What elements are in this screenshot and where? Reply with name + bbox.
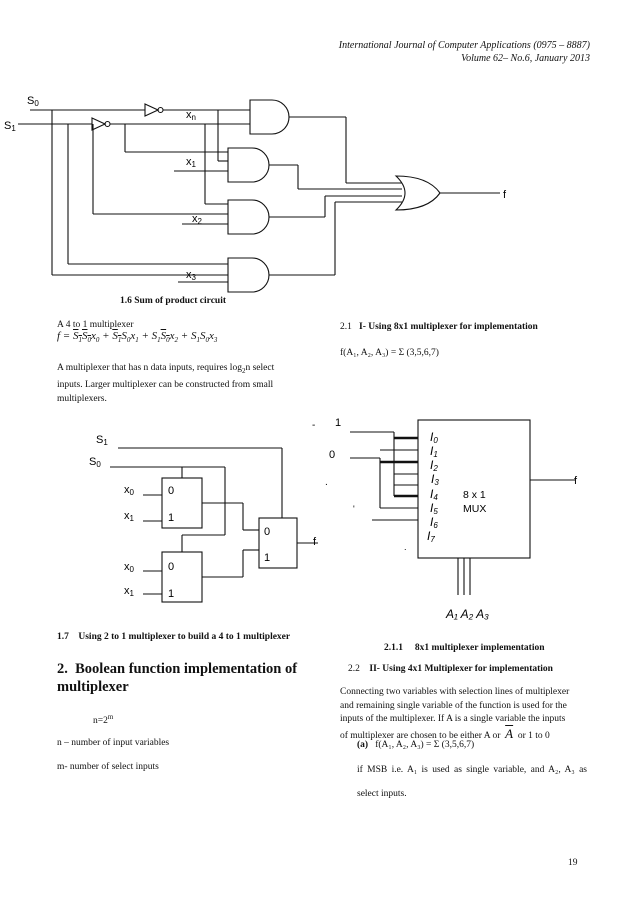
mux-paragraph: A multiplexer that has n data inputs, re… [57, 361, 317, 406]
mux-4to1-heading: A 4 to 1 multiplexer [57, 320, 134, 330]
formula-term-2: S1S0x1 [112, 330, 139, 345]
fig17-bottom-x0-label: x0 [124, 561, 135, 574]
mux8-input-label-i6: I6 [430, 515, 438, 530]
mux8-input-one: 1 [335, 417, 341, 429]
section-2-heading: 2. Boolean function implementation of mu… [57, 660, 297, 696]
mux8-input-label-i2: I2 [430, 458, 438, 473]
paragraph-line-1: Connecting two variables with selection … [340, 687, 570, 697]
paragraph-line-3: inputs of the multiplexer. If A is a sin… [340, 714, 566, 724]
mux8-tick-mark: ' [353, 504, 355, 514]
msb-line-1: if MSB i.e. A₁ is used as single variabl… [357, 765, 587, 775]
fig17-s1-label: S1 [96, 434, 108, 447]
formula-term-1: S1S0x0 [72, 330, 100, 345]
equation-n-2-m: n=2m [93, 713, 114, 727]
paragraph-line-4: of multiplexer are chosen to be either A… [340, 725, 550, 741]
section-2-1-heading: 2.1 I- Using 8x1 multiplexer for impleme… [340, 322, 538, 332]
item-a: (a) f(A₁, A₂, A₃) = Σ (3,5,6,7) [357, 740, 475, 750]
mux8-input-label-i3: I3 [431, 472, 439, 487]
msb-line-2: select inputs. [357, 789, 407, 799]
bottom-mux-input-0: 0 [168, 561, 174, 573]
sum-of-products-circuit: S0 S1 xn x1 x2 x3 f [4, 95, 507, 293]
figure-1-7-caption: 1.7 Using 2 to 1 multiplexer to build a … [57, 632, 291, 642]
mux8-input-label-i1: I1 [430, 444, 438, 459]
mux8-input-label-i4: I4 [430, 487, 438, 502]
definition-m: m- number of select inputs [57, 762, 159, 772]
mux8-dot-mark: . [325, 477, 328, 488]
definition-n: n – number of input variables [57, 738, 170, 748]
output-f-label: f [503, 189, 507, 201]
mux8-name-line-2: MUX [463, 503, 486, 515]
mux8-input-label-i5: I5 [430, 501, 438, 516]
mux8-input-label-i7: I7 [427, 529, 435, 544]
function-1: f(A₁, A₂, A₃) = Σ (3,5,6,7) [340, 348, 439, 358]
section-2-2-paragraph: Connecting two variables with selection … [340, 686, 588, 743]
top-mux-input-0: 0 [168, 485, 174, 497]
section-2-heading-line-1: 2. Boolean function implementation of [57, 661, 298, 677]
fig17-s0-label: S0 [89, 456, 101, 469]
formula-term-4: S1S0x3 [190, 330, 218, 345]
section-2-heading-line-2: multiplexer [57, 679, 129, 695]
x2-label: x2 [192, 213, 203, 226]
fig17-bottom-x1-label: x1 [124, 585, 135, 598]
figure-1-6-caption: 1.6 Sum of product circuit [120, 296, 226, 306]
fig17-top-x0-label: x0 [124, 484, 135, 497]
mux-formula: f = S1S0x0 + S1S0x1 + S1S0x2 + S1S0x3 [57, 330, 218, 345]
x3-label: x3 [186, 269, 197, 282]
mux8-output-f-label: f [574, 475, 578, 487]
mux8-select-labels: A₁ A₂ A₃ [445, 607, 489, 620]
section-2-2-heading: 2.2 II- Using 4x1 Multiplexer for implem… [348, 664, 553, 674]
final-mux-input-0: 0 [264, 526, 270, 538]
mux-8x1-diagram: 1 0 - . ' . I0 I1 I2 I3 I4 I5 I6 I7 8 x … [312, 417, 578, 620]
figure-2-1-1-caption: 2.1.1 8x1 multiplexer implementation [384, 643, 545, 653]
journal-name: International Journal of Computer Applic… [338, 40, 590, 51]
two-to-one-mux-cascade-diagram: S1 S0 x0 x1 x0 x1 0 1 0 1 0 1 f [89, 434, 318, 603]
mux8-name-line-1: 8 x 1 [463, 489, 486, 501]
formula-lhs: f = [57, 330, 73, 342]
fig17-top-x1-label: x1 [124, 510, 135, 523]
mux8-dash-mark: - [312, 420, 315, 431]
mux8-dot-mark-2: . [404, 542, 407, 552]
s1-label: S1 [4, 120, 16, 133]
xn-label: xn [186, 109, 196, 122]
bottom-mux-input-1: 1 [168, 588, 174, 600]
journal-header: International Journal of Computer Applic… [339, 39, 590, 65]
mux8-input-zero: 0 [329, 449, 335, 461]
top-mux-input-1: 1 [168, 512, 174, 524]
mux8-input-label-i0: I0 [430, 430, 438, 445]
journal-volume: Volume 62– No.6, January 2013 [461, 53, 590, 64]
formula-term-3: S1S0x2 [151, 330, 179, 345]
s0-label: S0 [27, 95, 39, 108]
paragraph-line-2: and remaining single variable of the fun… [340, 700, 567, 711]
x1-label: x1 [186, 156, 197, 169]
mux-paragraph-line-2: inputs. Larger multiplexer can be constr… [57, 379, 274, 390]
page-number: 19 [568, 858, 578, 868]
mux-paragraph-line-1: A multiplexer that has n data inputs, re… [57, 363, 275, 375]
mux-paragraph-line-3: multiplexers. [57, 393, 107, 404]
final-mux-input-1: 1 [264, 552, 270, 564]
fig17-output-f-label: f [313, 536, 317, 548]
